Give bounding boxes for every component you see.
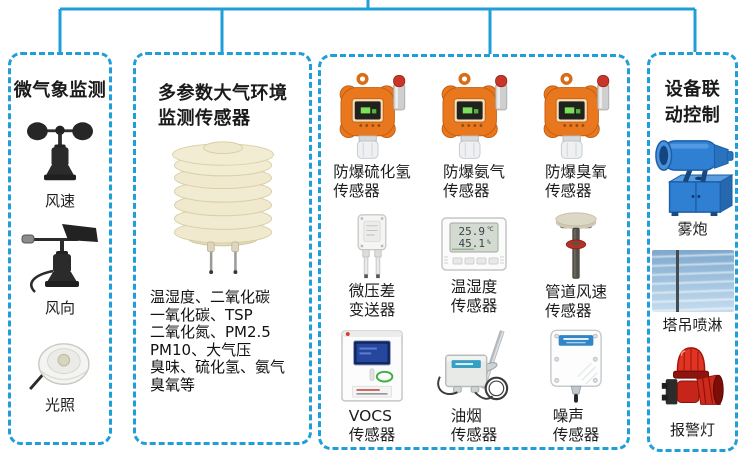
item-label-wind-direction: 风向 bbox=[44, 299, 75, 317]
parameter-list: 温湿度、二氧化碳 一氧化碳、TSP 二氧化氮、PM2.5 PM10、大气压 臭味… bbox=[150, 288, 309, 394]
item-label-wind-speed: 风速 bbox=[44, 192, 75, 210]
title-line-2: 动控制 bbox=[664, 105, 721, 126]
sensor-cell-temp-humidity: 25.9 ℃ 45.1 % 温湿度 传感器 bbox=[423, 212, 525, 316]
parameter-line: 温湿度、二氧化碳 bbox=[150, 288, 271, 306]
item-label-tower-spray: 塔吊喷淋 bbox=[662, 316, 723, 334]
sensor-label-pressure: 微压差 变送器 bbox=[348, 282, 396, 319]
sensor-cell-noise: 噪声 传感器 bbox=[525, 323, 627, 445]
oil-fume-sensor-icon bbox=[432, 328, 516, 404]
fog-cannon-icon bbox=[649, 135, 737, 217]
title-line-2: 监测传感器 bbox=[158, 108, 251, 129]
sensor-label-oil-fume: 油烟 传感器 bbox=[450, 407, 498, 444]
differential-pressure-transmitter-icon bbox=[350, 213, 394, 279]
explosion-proof-o3-sensor-icon bbox=[539, 72, 613, 160]
sensor-cell-duct-wind: 管道风速 传感器 bbox=[525, 207, 627, 321]
group-sensor-grid: 防爆硫化氢 传感器 bbox=[318, 54, 630, 450]
group-linkage-title: 设备联 动控制 bbox=[665, 77, 721, 129]
connector-tree bbox=[58, 0, 697, 54]
group-micro-weather: 微气象监测 风速 bbox=[8, 52, 112, 445]
title-line-1: 多参数大气环境 bbox=[158, 83, 288, 104]
group-linkage-control: 设备联 动控制 雾炮 bbox=[647, 52, 738, 452]
sensor-cell-o3: 防爆臭氧 传感器 bbox=[525, 67, 627, 201]
temp-humidity-sensor-icon: 25.9 ℃ 45.1 % bbox=[441, 217, 507, 275]
parameter-line: 臭味、硫化氢、氨气 bbox=[150, 358, 286, 376]
item-label-alarm-light: 报警灯 bbox=[669, 421, 715, 439]
vocs-sensor-icon bbox=[341, 328, 403, 404]
group-multiparam-sensor: 多参数大气环境 监测传感器 温湿度 bbox=[133, 52, 312, 445]
explosion-proof-nh3-sensor-icon bbox=[437, 72, 511, 160]
parameter-line: 臭氧等 bbox=[150, 375, 196, 394]
parameter-line: 二氧化氮、PM2.5 bbox=[150, 323, 271, 341]
group-multiparam-title: 多参数大气环境 监测传感器 bbox=[158, 81, 309, 131]
explosion-proof-h2s-sensor-icon bbox=[335, 72, 409, 160]
noise-sensor-icon bbox=[549, 328, 603, 404]
multiparam-radiation-shield-icon bbox=[161, 139, 285, 275]
parameter-line: 一氧化碳、TSP bbox=[150, 305, 253, 324]
group-micro-weather-title: 微气象监测 bbox=[13, 80, 107, 101]
lcd-temperature-value: 25.9 bbox=[459, 225, 486, 238]
item-label-fog-cannon: 雾炮 bbox=[677, 220, 708, 238]
sensor-label-noise: 噪声 传感器 bbox=[552, 407, 600, 444]
alarm-light-icon bbox=[659, 344, 727, 420]
light-sensor-icon bbox=[27, 339, 93, 391]
sensor-label-vocs: VOCS 传感器 bbox=[348, 407, 396, 444]
lcd-temperature-unit: ℃ bbox=[487, 226, 494, 233]
spray-pole bbox=[675, 250, 679, 312]
sensor-label-h2s: 防爆硫化氢 传感器 bbox=[333, 163, 411, 200]
sensor-cell-vocs: VOCS 传感器 bbox=[321, 323, 423, 445]
sensor-cell-nh3: 防爆氨气 传感器 bbox=[423, 67, 525, 201]
sensor-cell-h2s: 防爆硫化氢 传感器 bbox=[321, 67, 423, 201]
duct-wind-speed-sensor-icon bbox=[547, 212, 605, 280]
wind-speed-sensor-icon bbox=[23, 119, 97, 185]
wind-vane-icon bbox=[20, 222, 100, 296]
lcd-humidity-value: 45.1 bbox=[459, 237, 486, 250]
lcd-humidity-unit: % bbox=[487, 239, 491, 246]
sensor-cell-pressure: 微压差 变送器 bbox=[321, 208, 423, 320]
sensor-label-nh3: 防爆氨气 传感器 bbox=[442, 163, 505, 200]
sensor-cell-oil-fume: 油烟 传感器 bbox=[423, 323, 525, 445]
sensor-label-duct-wind: 管道风速 传感器 bbox=[544, 283, 607, 320]
parameter-line: PM10、大气压 bbox=[150, 340, 252, 359]
item-label-light: 光照 bbox=[44, 396, 75, 414]
sensor-label-temp-humidity: 温湿度 传感器 bbox=[450, 278, 498, 315]
sensor-label-o3: 防爆臭氧 传感器 bbox=[544, 163, 607, 200]
tower-crane-spray-image bbox=[651, 250, 734, 312]
title-line-1: 设备联 bbox=[664, 79, 721, 100]
